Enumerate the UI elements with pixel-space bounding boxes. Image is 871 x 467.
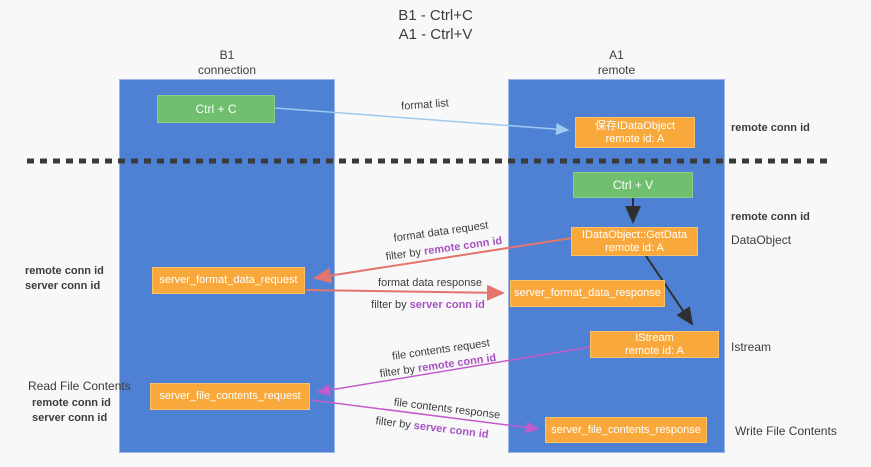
node-save-idataobject-line2: remote id: A [605, 132, 665, 145]
node-server-file-contents-response: server_file_contents_response [545, 417, 707, 443]
diagram-title-line1: B1 - Ctrl+C [398, 7, 473, 24]
annotation-left-server-conn-id: server conn id [25, 280, 101, 292]
arrow-format-data-response [305, 284, 505, 301]
lane-b1-name: B1 [219, 48, 235, 62]
annotation-istream: Istream [731, 340, 772, 354]
arrow-getdata-to-istream [645, 255, 694, 326]
lane-a1-role: remote [597, 63, 636, 77]
arrow-format-list [274, 107, 570, 136]
annotation-left-remote-conn-id: remote conn id [25, 265, 104, 277]
diagram-title: B1 - Ctrl+C A1 - Ctrl+V [0, 6, 871, 44]
annotation-remote-conn-id-mid: remote conn id [731, 211, 810, 223]
label-format-data-response-filter: filter by server conn id [371, 299, 485, 311]
arrow-format-data-request [313, 237, 573, 284]
node-server-file-contents-request: server_file_contents_request [150, 383, 310, 410]
node-server-file-contents-response-label: server_file_contents_response [551, 423, 701, 436]
node-save-idataobject-line1: 保存IDataObject [594, 119, 676, 132]
node-idataobject-getdata: IDataObject::GetData remote id: A [571, 227, 698, 256]
node-istream-line1: IStream [635, 331, 674, 344]
node-istream: IStream remote id: A [590, 331, 719, 358]
lane-header-a1: A1 remote [508, 48, 725, 78]
lane-b1-role: connection [197, 63, 257, 77]
diagram-title-line2: A1 - Ctrl+V [398, 26, 473, 43]
annotation-left-bottom-remote-conn-id: remote conn id [32, 397, 111, 409]
node-idataobject-getdata-line2: remote id: A [605, 241, 664, 254]
node-server-format-data-response: server_format_data_response [510, 280, 665, 307]
annotation-write-file-contents: Write File Contents [735, 424, 837, 438]
label-format-data-response: format data response [378, 277, 482, 289]
label-format-data-response-filter-prefix: filter by [371, 299, 410, 311]
label-format-data-response-filter-key: server conn id [409, 299, 485, 311]
annotation-remote-conn-id-top: remote conn id [731, 122, 810, 134]
node-ctrl-c: Ctrl + C [157, 95, 275, 123]
arrow-file-contents-response [310, 399, 540, 434]
lane-a1-name: A1 [609, 48, 624, 62]
node-ctrl-c-label: Ctrl + C [195, 101, 237, 116]
node-server-format-data-request: server_format_data_request [152, 267, 305, 294]
node-server-format-data-request-label: server_format_data_request [159, 274, 298, 286]
lane-header-b1: B1 connection [119, 48, 335, 78]
node-ctrl-v-label: Ctrl + V [612, 177, 654, 192]
annotation-read-file-contents: Read File Contents [28, 379, 131, 393]
node-ctrl-v: Ctrl + V [573, 172, 693, 198]
annotation-left-bottom-server-conn-id: server conn id [32, 412, 108, 424]
node-idataobject-getdata-line1: IDataObject::GetData [581, 228, 688, 241]
node-server-file-contents-request-label: server_file_contents_request [159, 390, 301, 402]
arrow-file-contents-request [316, 346, 591, 396]
annotation-dataobject: DataObject [731, 233, 792, 247]
node-istream-line2: remote id: A [625, 344, 684, 357]
node-server-format-data-response-label: server_format_data_response [514, 287, 661, 299]
node-save-idataobject: 保存IDataObject remote id: A [575, 117, 695, 148]
